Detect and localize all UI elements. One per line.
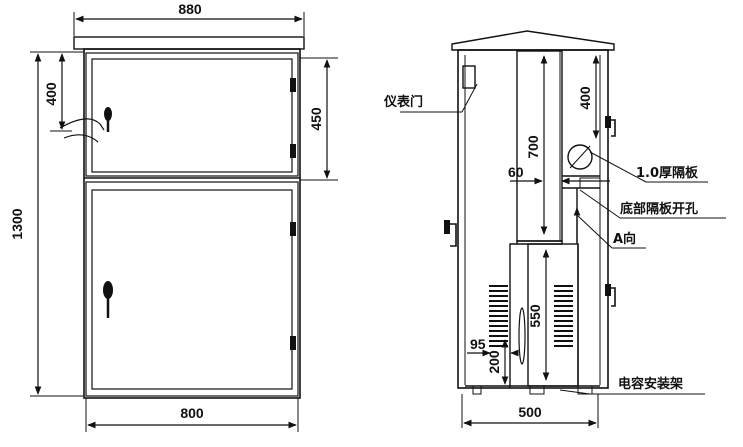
upper-door [91, 58, 293, 173]
front-roof [73, 36, 305, 50]
label-partition: 1.0厚隔板 [636, 165, 699, 181]
dim-200: 200 [486, 350, 502, 374]
dim-800: 800 [180, 405, 204, 421]
dim-700: 700 [525, 135, 541, 159]
upper-door-frame [85, 52, 299, 177]
meter-door-knob [462, 65, 476, 89]
label-capacitor-rack: 电容安装架 [618, 376, 683, 392]
door-handle-icon [103, 281, 113, 318]
dim-500: 500 [518, 404, 542, 420]
door-handle-icon [59, 107, 112, 143]
side-handle-icon [605, 116, 616, 137]
dim-400-side: 400 [577, 86, 593, 110]
hinge-icon [290, 144, 296, 158]
label-a-direction: A向 [613, 231, 636, 247]
side-cabinet-body [457, 49, 609, 389]
dim-880: 880 [178, 1, 202, 17]
hinge-icon [290, 222, 296, 236]
side-view: 700 400 60 550 95 200 500 仪表门 1.0厚隔板 [383, 30, 726, 428]
dim-1300: 1300 [9, 208, 25, 239]
side-handle-icon [444, 220, 457, 247]
lower-door-frame [85, 181, 299, 397]
hinge-icon [290, 78, 296, 92]
side-roof [451, 30, 615, 51]
vent-grille-right [554, 285, 573, 347]
front-view: 880 1300 400 450 800 [9, 1, 338, 432]
dim-60: 60 [508, 164, 524, 180]
dim-400-front: 400 [43, 82, 59, 106]
hinge-icon [290, 336, 296, 350]
label-meter-door: 仪表门 [383, 94, 423, 110]
dim-550: 550 [527, 304, 543, 328]
side-handle-icon [605, 284, 616, 307]
hole-icon [567, 144, 593, 170]
dim-450: 450 [308, 107, 324, 131]
label-bottom-hole: 底部隔板开孔 [620, 201, 698, 217]
dim-95: 95 [470, 336, 486, 352]
lower-door [91, 189, 293, 390]
vent-grille-left [489, 285, 508, 347]
front-cabinet-body [83, 48, 301, 399]
